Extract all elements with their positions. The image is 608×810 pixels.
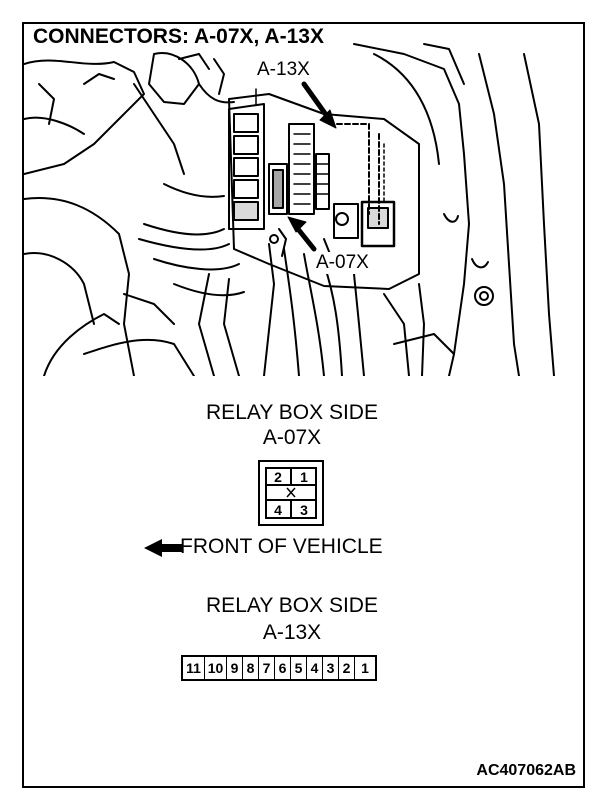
a13x-pin-2: 2 [339,657,355,679]
figure-border [22,22,585,788]
a07x-pin-3: 3 [300,502,308,518]
a13x-pin-6: 6 [275,657,291,679]
a13x-pin-3: 3 [323,657,339,679]
a13x-pin-9: 9 [227,657,243,679]
a07x-side-label: RELAY BOX SIDE [206,401,378,424]
a13x-pin-8: 8 [243,657,259,679]
a13x-pin-11: 11 [183,657,205,679]
a13x-id-label: A-13X [262,621,322,644]
arrow-left-icon [144,539,182,557]
a13x-pin-1: 1 [361,660,369,676]
a13x-pin-4: 4 [307,657,323,679]
a13x-side-label: RELAY BOX SIDE [206,594,378,617]
a07x-pin-4: 4 [274,502,282,518]
a07x-pin-2: 2 [274,469,282,485]
callout-a13x-label: A-13X [255,59,312,81]
a13x-connector-face: 11 10 9 8 7 6 5 4 3 2 1 [181,655,377,681]
front-of-vehicle-indicator: FRONT OF VEHICLE [144,535,444,563]
relay-box-illustration [24,24,583,376]
a07x-id-label: A-07X [262,426,322,449]
figure-code: AC407062AB [476,762,576,779]
a13x-pin-10: 10 [205,657,227,679]
front-of-vehicle-label: FRONT OF VEHICLE [180,535,383,558]
a13x-pin-7: 7 [259,657,275,679]
a07x-pin-1: 1 [300,469,308,485]
page-title: CONNECTORS: A-07X, A-13X [33,25,328,49]
a07x-connector-face: 2 1 4 3 [258,460,324,526]
a13x-pin-5: 5 [291,657,307,679]
callout-a07x-label: A-07X [314,252,371,274]
